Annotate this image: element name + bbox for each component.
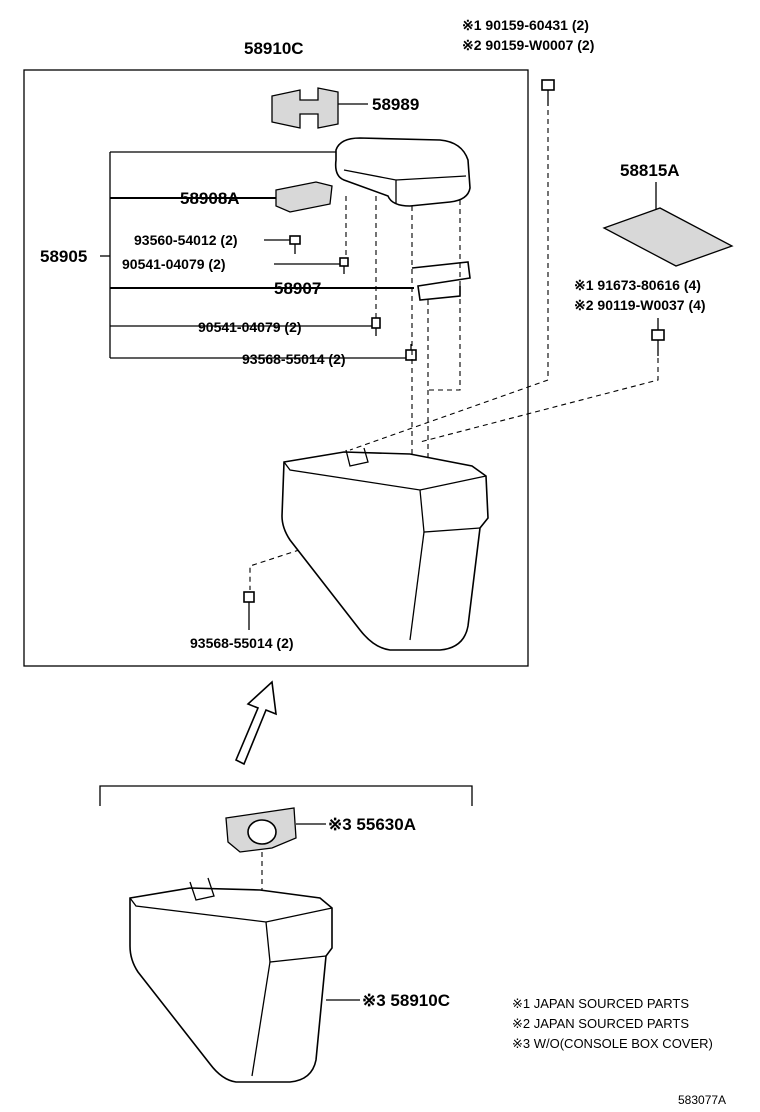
label-90159b: ※2 90159-W0007 (2)	[462, 37, 594, 53]
console-clip	[345, 447, 369, 467]
lower-console-top-edge	[129, 897, 333, 923]
console-body-upper-shape	[281, 451, 489, 651]
armrest-lid-edge2	[395, 175, 467, 181]
armrest-lid-shape	[334, 137, 471, 207]
screw-93568b	[243, 591, 255, 612]
label-58907: 58907	[274, 279, 321, 298]
console-body-lower-shape	[129, 887, 333, 1083]
label-90159a: ※1 90159-60431 (2)	[462, 17, 589, 33]
diagram-id: 583077A	[678, 1093, 726, 1107]
pad-58815A-shape	[602, 207, 734, 267]
console-top-edge	[283, 461, 487, 491]
label-93560: 93560-54012 (2)	[134, 232, 238, 248]
part-55630A-hole	[247, 819, 277, 845]
bolt-91673	[651, 329, 665, 356]
label-58905: 58905	[40, 247, 87, 266]
note-1: ※1 JAPAN SOURCED PARTS	[512, 996, 689, 1011]
lower-group-bracket	[99, 785, 473, 806]
label-90541b: 90541-04079 (2)	[198, 319, 302, 335]
label-58910C-top: 58910C	[244, 39, 304, 58]
label-58815A: 58815A	[620, 161, 680, 180]
note-3: ※3 W/O(CONSOLE BOX COVER)	[512, 1036, 713, 1051]
label-93568b: 93568-55014 (2)	[190, 635, 294, 651]
dash-5	[428, 200, 461, 391]
console-front-panel	[409, 531, 425, 641]
assembly-arrow-icon	[234, 680, 277, 766]
lower-console-clip	[189, 877, 215, 901]
dash-7	[419, 358, 659, 443]
note-2: ※2 JAPAN SOURCED PARTS	[512, 1016, 689, 1031]
assembly-frame	[23, 69, 529, 667]
screw-93560	[289, 235, 301, 254]
label-55630A: ※3 55630A	[328, 815, 416, 834]
screw-90541b	[371, 317, 381, 336]
hinge-58908A-shape	[275, 181, 333, 213]
screw-93568a	[405, 344, 417, 361]
label-58910C-bottom: ※3 58910C	[362, 991, 450, 1010]
label-90119: ※2 90119-W0037 (4)	[574, 297, 706, 313]
lower-console-front-panel	[251, 961, 271, 1077]
label-90541a: 90541-04079 (2)	[122, 256, 226, 272]
label-93568a: 93568-55014 (2)	[242, 351, 346, 367]
label-58908A: 58908A	[180, 189, 240, 208]
label-58989: 58989	[372, 95, 419, 114]
screw-90541a	[339, 257, 349, 274]
part-58989-shape	[271, 87, 339, 129]
bolt-90159	[541, 79, 555, 106]
dash-6	[349, 110, 549, 451]
bracket-58907-shape	[411, 261, 471, 301]
label-91673: ※1 91673-80616 (4)	[574, 277, 701, 293]
